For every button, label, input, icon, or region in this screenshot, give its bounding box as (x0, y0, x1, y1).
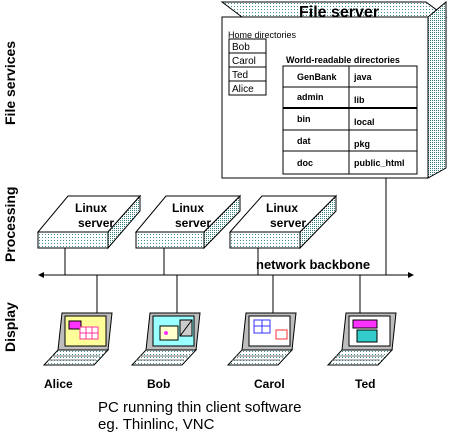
linux-server-label: Linux (266, 201, 298, 215)
home-directories-title: Home directories (228, 30, 297, 40)
client-name-bob: Bob (147, 377, 170, 391)
world-readable-box (282, 65, 418, 175)
caption-line-2: eg. Thinlinc, VNC (98, 416, 215, 433)
home-dir-item: Carol (232, 56, 256, 67)
world-dir-cell: lib (354, 95, 365, 105)
client-pc-carol (226, 312, 297, 366)
client-name-alice: Alice (44, 377, 73, 391)
row-label-processing: Processing (2, 187, 18, 262)
caption-line-1: PC running thin client software (98, 399, 301, 416)
world-dir-cell: local (354, 117, 375, 127)
client-name-carol: Carol (254, 377, 285, 391)
home-dir-item: Ted (232, 70, 248, 81)
world-dir-cell: bin (297, 114, 311, 124)
home-dir-item: Alice (232, 84, 254, 95)
world-dir-cell: admin (297, 92, 324, 102)
linux-server: Linux server (228, 194, 338, 250)
linux-server: Linux server (134, 194, 242, 250)
world-dir-cell: public_html (354, 158, 405, 168)
file-server: File server Home directories Bob Carol T… (220, 0, 448, 179)
linux-server-label: Linux (75, 201, 107, 215)
linux-server-label: server (270, 216, 306, 230)
world-dir-cell: java (353, 72, 373, 82)
linux-server-label: server (175, 216, 211, 230)
world-dir-cell: GenBank (297, 72, 338, 82)
client-name-ted: Ted (355, 377, 375, 391)
client-pc-alice (42, 312, 113, 366)
linux-server-label: Linux (172, 201, 204, 215)
linux-server: Linux server (36, 194, 142, 250)
network-backbone: network backbone (38, 257, 414, 278)
row-label-file-services: File services (2, 41, 18, 125)
client-pc-ted (326, 312, 397, 366)
row-label-display: Display (2, 302, 18, 352)
client-pc-bob (130, 312, 201, 366)
file-server-side (427, 0, 447, 179)
world-dir-cell: dat (297, 136, 311, 146)
world-dir-cell: pkg (354, 139, 370, 149)
home-dir-item: Bob (232, 42, 250, 53)
world-readable-title: World-readable directories (286, 55, 400, 65)
linux-server-label: server (78, 216, 114, 230)
file-server-title: File server (299, 4, 379, 21)
world-dir-cell: doc (297, 158, 313, 168)
network-backbone-label: network backbone (256, 257, 370, 272)
